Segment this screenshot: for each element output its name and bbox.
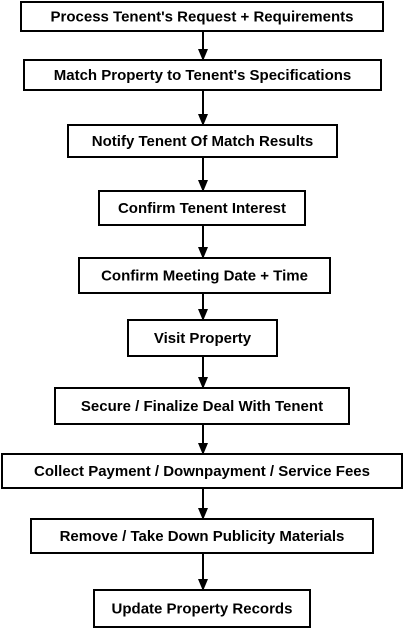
flow-step-box <box>23 59 382 91</box>
flow-step-1: Process Tenent's Request + Requirements <box>20 1 384 32</box>
flow-step-7: Secure / Finalize Deal With Tenent <box>54 387 350 425</box>
flow-step-box <box>127 319 278 357</box>
flow-step-box <box>93 589 311 628</box>
flow-step-4: Confirm Tenent Interest <box>98 190 306 226</box>
flow-step-3: Notify Tenent Of Match Results <box>67 124 338 158</box>
flow-step-label: Collect Payment / Downpayment / Service … <box>34 463 370 480</box>
flow-step-label: Remove / Take Down Publicity Materials <box>60 528 345 545</box>
flow-step-label: Notify Tenent Of Match Results <box>92 133 313 150</box>
flow-step-8: Collect Payment / Downpayment / Service … <box>1 453 403 489</box>
flow-step-label: Visit Property <box>154 330 252 347</box>
flow-step-label: Match Property to Tenent's Specification… <box>54 67 352 84</box>
flow-step-label: Confirm Tenent Interest <box>118 200 286 217</box>
flow-step-box <box>67 124 338 158</box>
flow-step-6: Visit Property <box>127 319 278 357</box>
flow-step-box <box>30 518 374 554</box>
flow-step-5: Confirm Meeting Date + Time <box>78 257 331 294</box>
flow-step-9: Remove / Take Down Publicity Materials <box>30 518 374 554</box>
flow-step-label: Update Property Records <box>112 600 293 617</box>
flow-step-2: Match Property to Tenent's Specification… <box>23 59 382 91</box>
flow-step-box <box>98 190 306 226</box>
flow-step-label: Secure / Finalize Deal With Tenent <box>81 398 323 415</box>
flow-step-label: Confirm Meeting Date + Time <box>101 267 308 284</box>
flow-step-box <box>54 387 350 425</box>
flow-step-label: Process Tenent's Request + Requirements <box>51 8 354 25</box>
flow-step-box <box>1 453 403 489</box>
flow-step-10: Update Property Records <box>93 589 311 628</box>
flow-step-box <box>78 257 331 294</box>
flow-step-box <box>20 1 384 32</box>
